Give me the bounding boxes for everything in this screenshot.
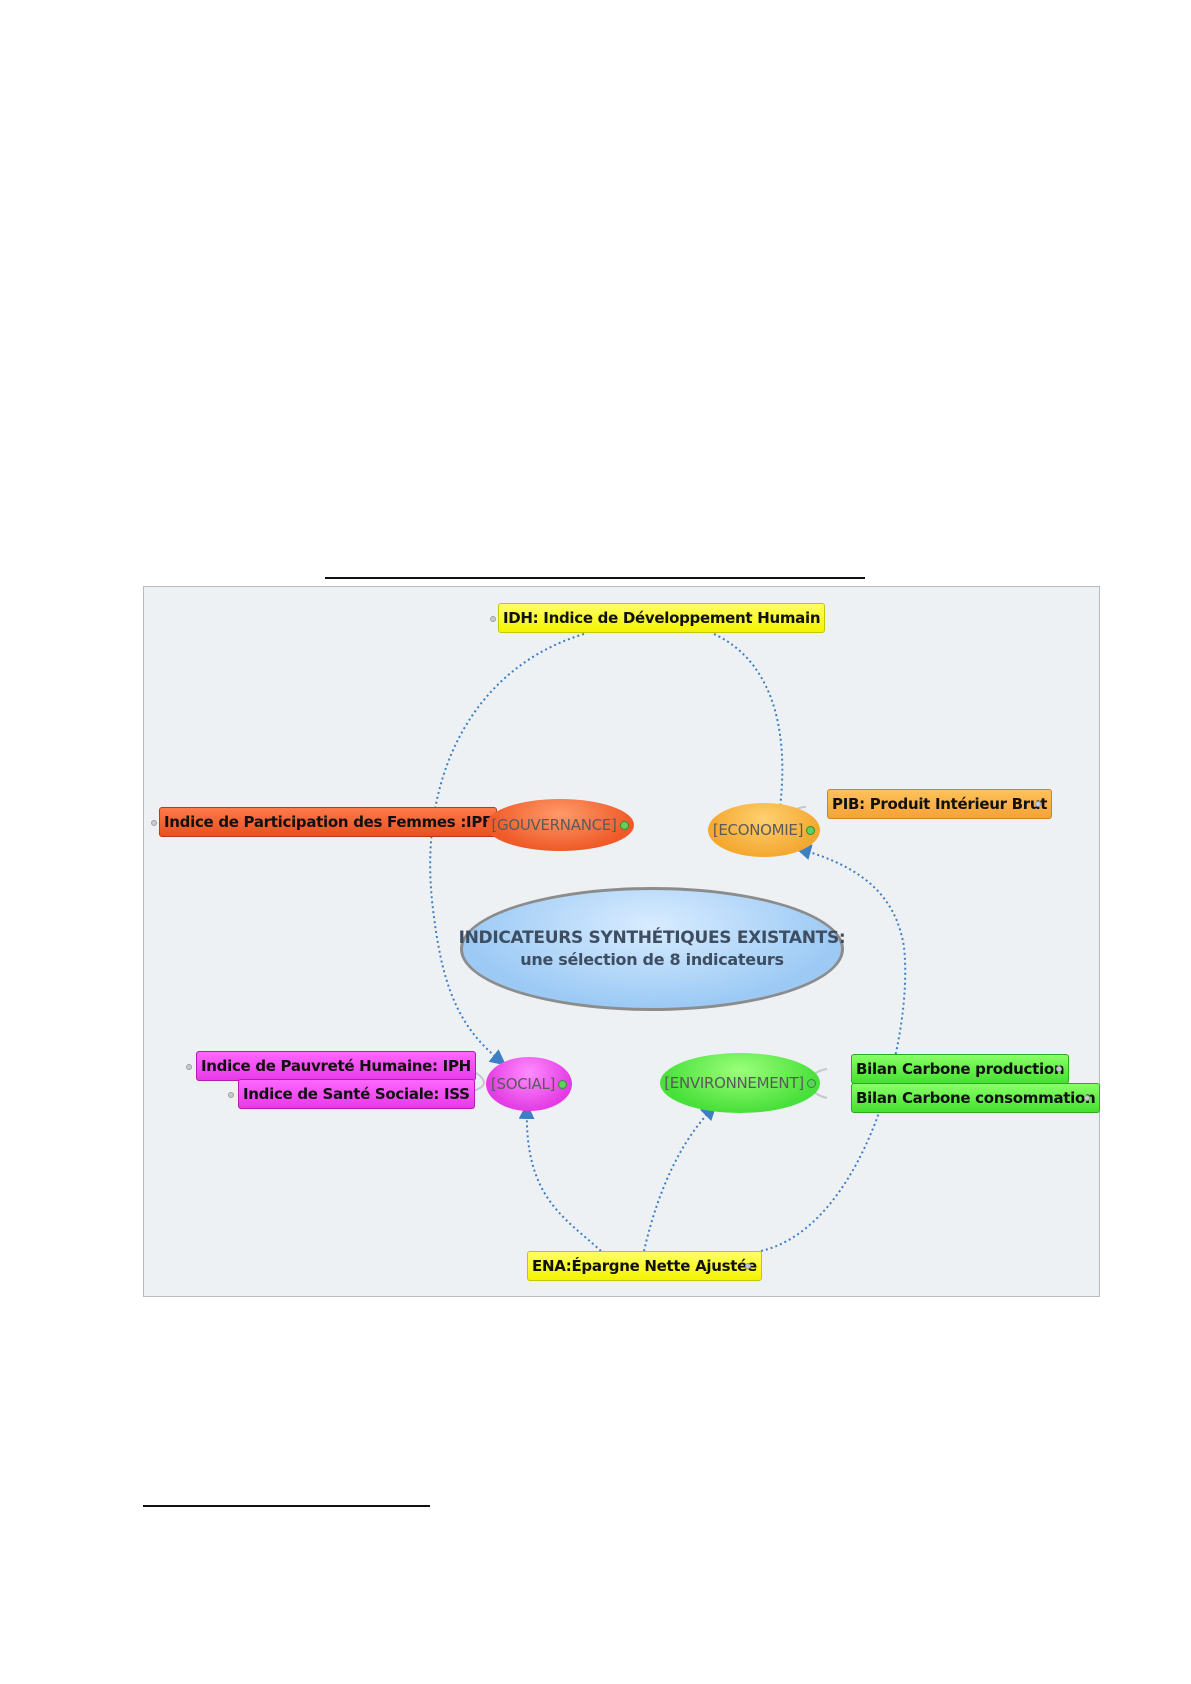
topic-bilan-carbone-consommation[interactable]: Bilan Carbone consommation	[851, 1083, 1101, 1113]
relationship-idh-economie	[713, 633, 788, 827]
relationship-ena-social	[518, 1103, 602, 1252]
collapse-dot-icon[interactable]	[619, 820, 629, 830]
relationship-ena-economie	[760, 844, 907, 1252]
title-underline	[325, 577, 865, 579]
topic-handle[interactable]	[490, 616, 496, 622]
footnote-separator	[143, 1505, 430, 1507]
collapse-dot-icon[interactable]	[806, 825, 816, 835]
collapse-dot-icon[interactable]	[806, 1078, 816, 1088]
topic-handle[interactable]	[186, 1064, 192, 1070]
topic-handle[interactable]	[151, 820, 157, 826]
topic-iph[interactable]: Indice de Pauvreté Humaine: IPH	[196, 1051, 476, 1081]
branch-environnement-label: [ENVIRONNEMENT]	[664, 1074, 804, 1092]
topic-pib[interactable]: PIB: Produit Intérieur Brut	[827, 789, 1053, 819]
topic-handle[interactable]	[1056, 1066, 1062, 1072]
topic-ena[interactable]: ENA:Épargne Nette Ajustée	[527, 1251, 762, 1281]
branch-economie[interactable]: [ECONOMIE]	[708, 803, 820, 857]
topic-ipf[interactable]: Indice de Participation des Femmes :IPF	[159, 807, 497, 837]
topic-bilan-carbone-production[interactable]: Bilan Carbone production	[851, 1054, 1070, 1084]
branch-gouvernance-label: [GOUVERNANCE]	[491, 816, 617, 834]
topic-handle[interactable]	[228, 1092, 234, 1098]
mind-map: IDH: Indice de Développement Humain Indi…	[143, 586, 1101, 1297]
topic-handle[interactable]	[1035, 801, 1041, 807]
branch-gouvernance[interactable]: [GOUVERNANCE]	[486, 799, 634, 851]
branch-environnement[interactable]: [ENVIRONNEMENT]	[660, 1053, 820, 1113]
central-topic[interactable]: INDICATEURS SYNTHÉTIQUES EXISTANTS: une …	[458, 887, 846, 1011]
topic-handle[interactable]	[745, 1263, 751, 1269]
topic-idh[interactable]: IDH: Indice de Développement Humain	[498, 603, 826, 633]
branch-social-label: [SOCIAL]	[490, 1075, 556, 1093]
central-topic-title: INDICATEURS SYNTHÉTIQUES EXISTANTS:	[458, 928, 846, 948]
topic-iss[interactable]: Indice de Santé Sociale: ISS	[238, 1079, 475, 1109]
relationship-ena-environnement	[643, 1104, 717, 1252]
collapse-dot-icon[interactable]	[558, 1079, 568, 1089]
branch-economie-label: [ECONOMIE]	[712, 821, 804, 839]
branch-social[interactable]: [SOCIAL]	[486, 1057, 572, 1111]
central-topic-subtitle: une sélection de 8 indicateurs	[520, 950, 784, 969]
topic-handle[interactable]	[1084, 1095, 1090, 1101]
